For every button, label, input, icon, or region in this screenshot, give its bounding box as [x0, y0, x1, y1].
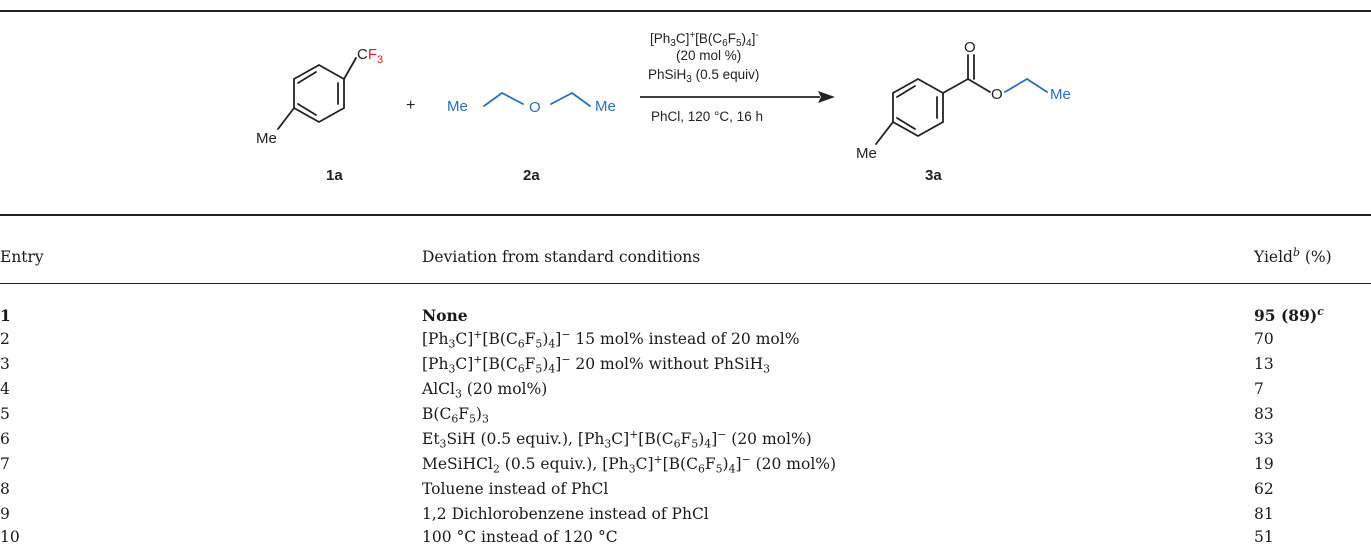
reactant-1a-me: Me	[256, 130, 277, 147]
label-2a: 2a	[523, 167, 540, 184]
conditions-catalyst: [Ph3C]+[B(C6F5)4]-	[650, 30, 759, 49]
product-me-left: Me	[856, 145, 877, 162]
reactant-2a-structure	[483, 92, 591, 107]
product-3a-ethyl	[1004, 78, 1048, 93]
plus-sign: +	[406, 97, 415, 114]
label-3a: 3a	[925, 167, 942, 184]
reactant-1a-structure	[277, 57, 357, 130]
reactant-2a-oxygen: O	[529, 99, 541, 116]
header-bottom-rule	[0, 283, 1371, 284]
conditions-solvent-temp-time: PhCl, 120 °C, 16 h	[651, 109, 763, 124]
reaction-scheme: CF3 Me 1a + Me O Me 2a [Ph3C]+[B(C6F5)4]…	[256, 30, 1071, 184]
product-ester-oxygen: O	[991, 86, 1003, 103]
label-1a: 1a	[326, 167, 343, 184]
product-me-right: Me	[1050, 86, 1071, 103]
conditions-silane: PhSiH3 (0.5 equiv)	[648, 67, 759, 85]
header-yield: Yieldb (%)	[1254, 246, 1332, 266]
reactant-2a-me-right: Me	[595, 98, 616, 115]
conditions-loading: (20 mol %)	[676, 48, 741, 63]
reactant-2a-me-left: Me	[447, 98, 468, 115]
header-entry: Entry	[0, 248, 44, 266]
header-top-rule	[0, 214, 1371, 216]
product-3a-structure	[875, 54, 991, 145]
cf3-group: CF3	[357, 46, 383, 66]
top-rule	[0, 10, 1371, 12]
product-carbonyl-oxygen: O	[964, 39, 976, 56]
header-deviation: Deviation from standard conditions	[422, 248, 701, 266]
reaction-arrow	[640, 91, 835, 103]
